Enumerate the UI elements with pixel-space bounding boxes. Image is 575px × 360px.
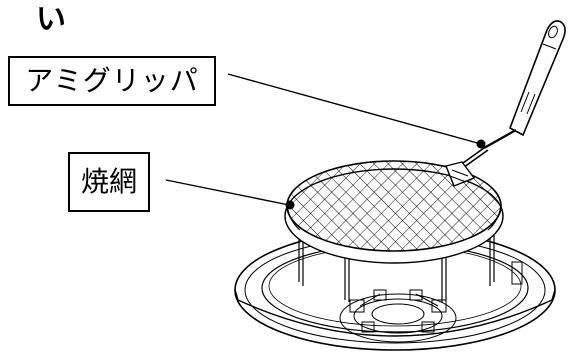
burner-base [234, 229, 556, 351]
header-glyph: い [36, 2, 66, 37]
net-gripper-tool [445, 20, 566, 187]
grill-net [284, 160, 504, 264]
leader-lines [165, 73, 482, 206]
net-pointer-dot [285, 200, 295, 210]
label-ami-gripper: アミグリッパ [8, 56, 216, 106]
label-grill-net: 焼網 [68, 152, 150, 212]
gripper-pointer-dot [476, 139, 486, 149]
